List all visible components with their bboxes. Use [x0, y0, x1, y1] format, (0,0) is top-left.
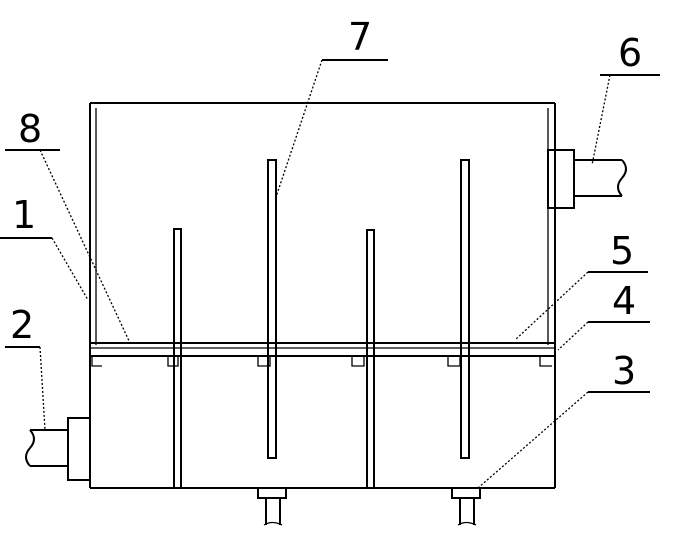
label-8: 8 — [18, 107, 42, 151]
vertical-rods — [173, 159, 470, 489]
rod-2 — [267, 159, 277, 459]
label-6: 6 — [618, 31, 642, 75]
label-1: 1 — [12, 193, 36, 237]
rod-3 — [366, 229, 375, 489]
rod-1 — [173, 228, 182, 489]
outlet-pipe — [547, 149, 627, 209]
tank-body — [89, 102, 556, 489]
inlet-pipe — [25, 417, 91, 481]
label-7: 7 — [348, 15, 372, 59]
label-5: 5 — [610, 229, 634, 273]
bottom-nozzles — [257, 487, 481, 526]
label-4: 4 — [612, 279, 636, 323]
label-2: 2 — [10, 303, 34, 347]
leader-lines — [0, 59, 660, 489]
label-3: 3 — [612, 349, 636, 393]
rod-4 — [460, 159, 470, 459]
partition-plate — [90, 342, 555, 367]
